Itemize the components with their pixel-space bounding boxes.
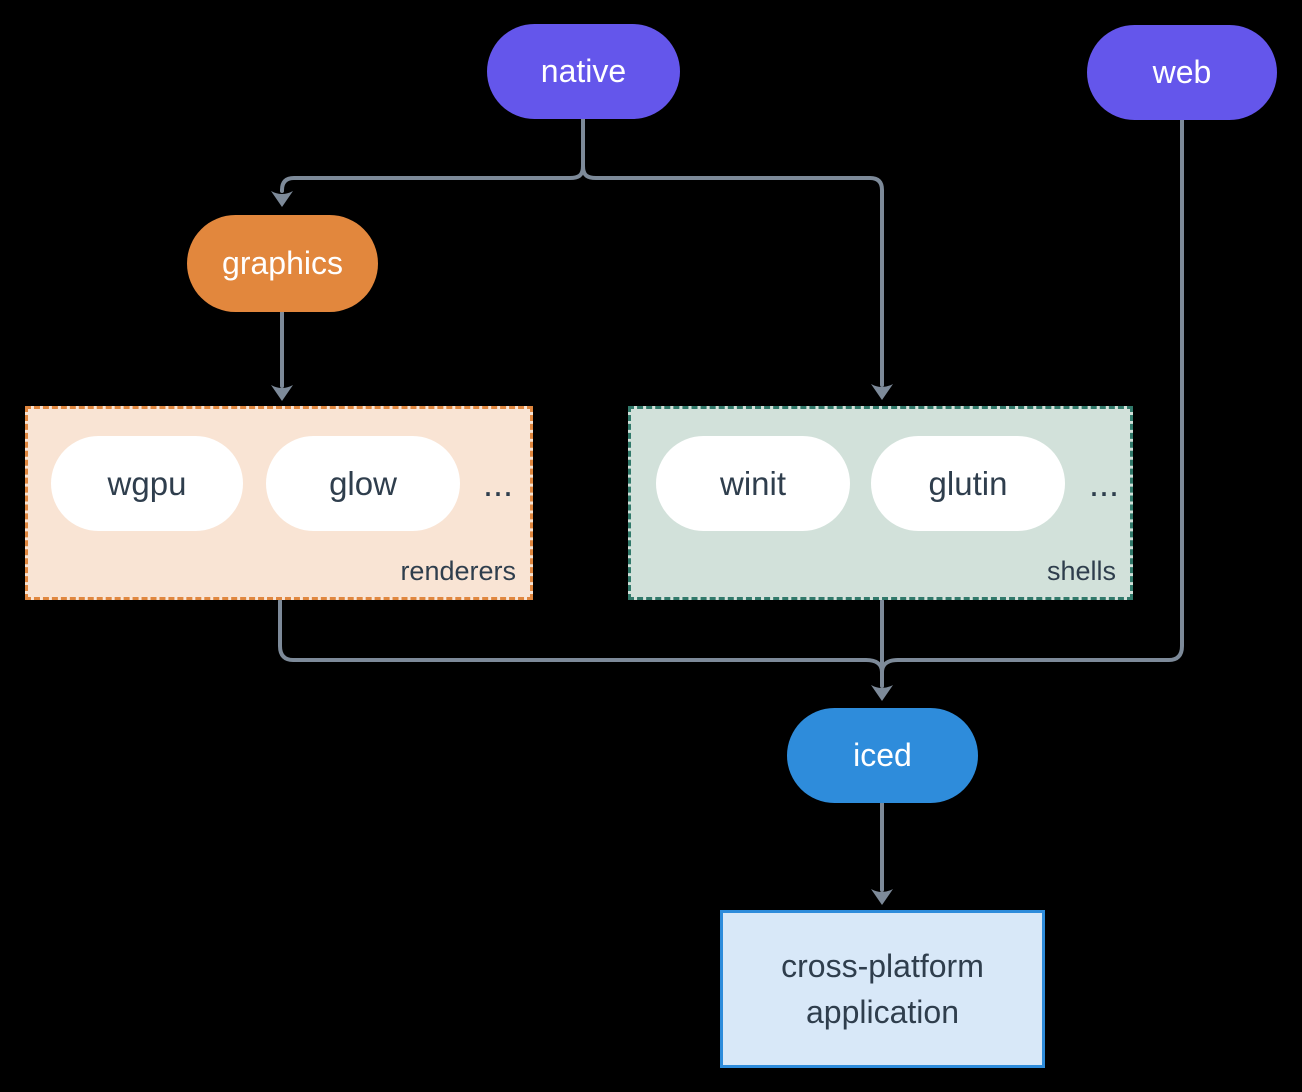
shell-pill-glutin: glutin (871, 436, 1065, 531)
arrowhead-into-app (871, 889, 893, 905)
node-iced-label: iced (853, 737, 912, 773)
shells-ellipsis: ... (1088, 462, 1119, 504)
edge-renderers-merge (278, 599, 884, 674)
edge-native-graphics (280, 164, 585, 193)
node-graphics: graphics (187, 215, 378, 312)
node-native: native (487, 24, 680, 119)
app-label-line2: application (806, 994, 959, 1030)
node-web: web (1087, 25, 1277, 120)
edge-native-shells (581, 164, 884, 387)
renderers-ellipsis: ... (482, 462, 513, 504)
arrowhead-into-renderers (271, 385, 293, 401)
shell-pill-glutin-label: glutin (928, 464, 1008, 502)
group-renderers: wgpu glow ... renderers (25, 406, 533, 600)
shells-group-label: shells (1046, 556, 1116, 586)
renderer-pill-glow-label: glow (329, 464, 397, 502)
shell-pill-winit-label: winit (719, 464, 787, 502)
node-graphics-label: graphics (222, 245, 343, 281)
app-label-line1: cross-platform (781, 948, 984, 984)
arrowhead-into-graphics (271, 191, 293, 207)
node-web-label: web (1152, 54, 1212, 90)
renderer-pill-wgpu: wgpu (51, 436, 243, 531)
arrowhead-into-iced (871, 685, 893, 701)
arrowhead-into-shells (871, 384, 893, 400)
renderer-pill-glow: glow (266, 436, 460, 531)
node-native-label: native (540, 53, 627, 89)
node-iced: iced (787, 708, 978, 803)
renderer-pill-wgpu-label: wgpu (107, 464, 187, 502)
node-cross-platform-application: cross-platform application (720, 910, 1045, 1068)
shell-pill-winit: winit (656, 436, 850, 531)
renderers-group-label: renderers (400, 556, 516, 586)
group-shells: winit glutin ... shells (628, 406, 1133, 600)
